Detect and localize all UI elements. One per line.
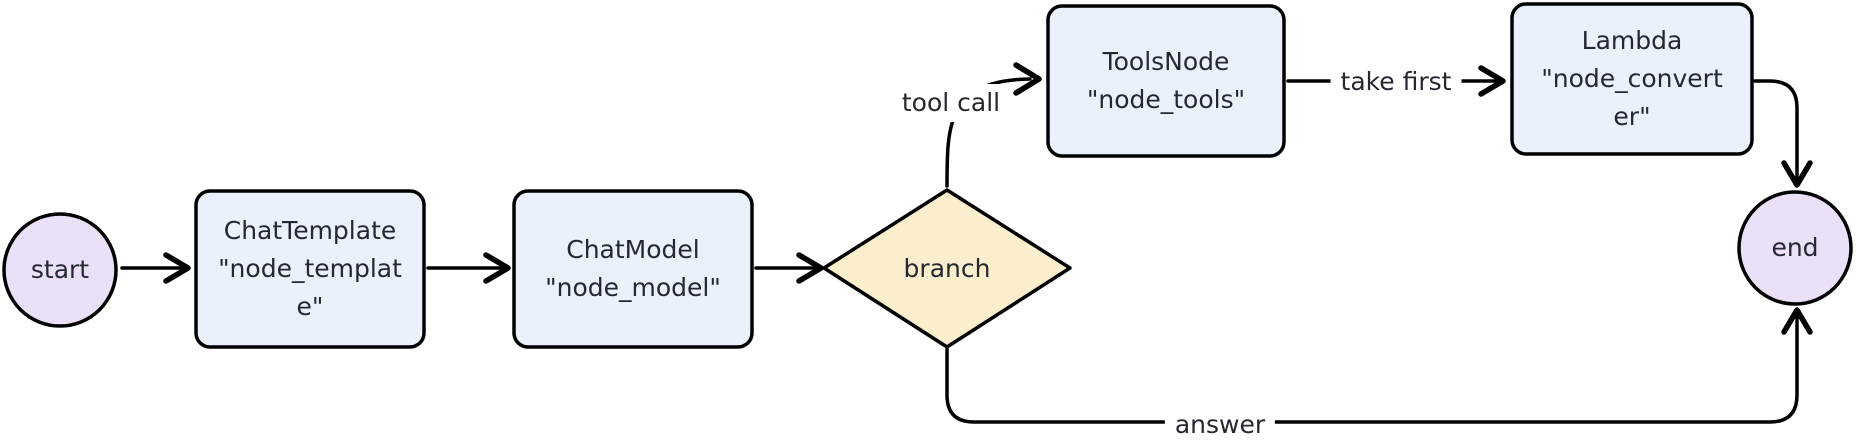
node-start-shape (2, 212, 118, 328)
node-end-shape (1737, 190, 1853, 306)
edge-label-answer: answer (1164, 406, 1276, 440)
node-chat-template-shape (194, 189, 426, 349)
arrowhead-lambda (1478, 65, 1506, 97)
arrowhead-branch (796, 252, 824, 284)
arrowhead-chat-model (483, 252, 511, 284)
edge-label-tool-call: tool call (891, 84, 1011, 122)
node-layer (2, 2, 1853, 349)
arrowhead-chat-template (163, 252, 191, 284)
arrowhead-end-bottom (1781, 307, 1813, 335)
node-chat-model-shape (512, 189, 754, 349)
node-lambda-shape (1510, 2, 1754, 156)
arrowhead-end-top (1781, 160, 1813, 188)
edge-label-take-first: take first (1330, 63, 1462, 101)
edge-lambda-to-end (1753, 79, 1799, 180)
edge-branch-to-end-answer (945, 315, 1799, 424)
node-tools-node-shape (1046, 4, 1286, 158)
node-branch-shape (822, 188, 1072, 349)
arrowhead-tools-node (1013, 62, 1042, 96)
